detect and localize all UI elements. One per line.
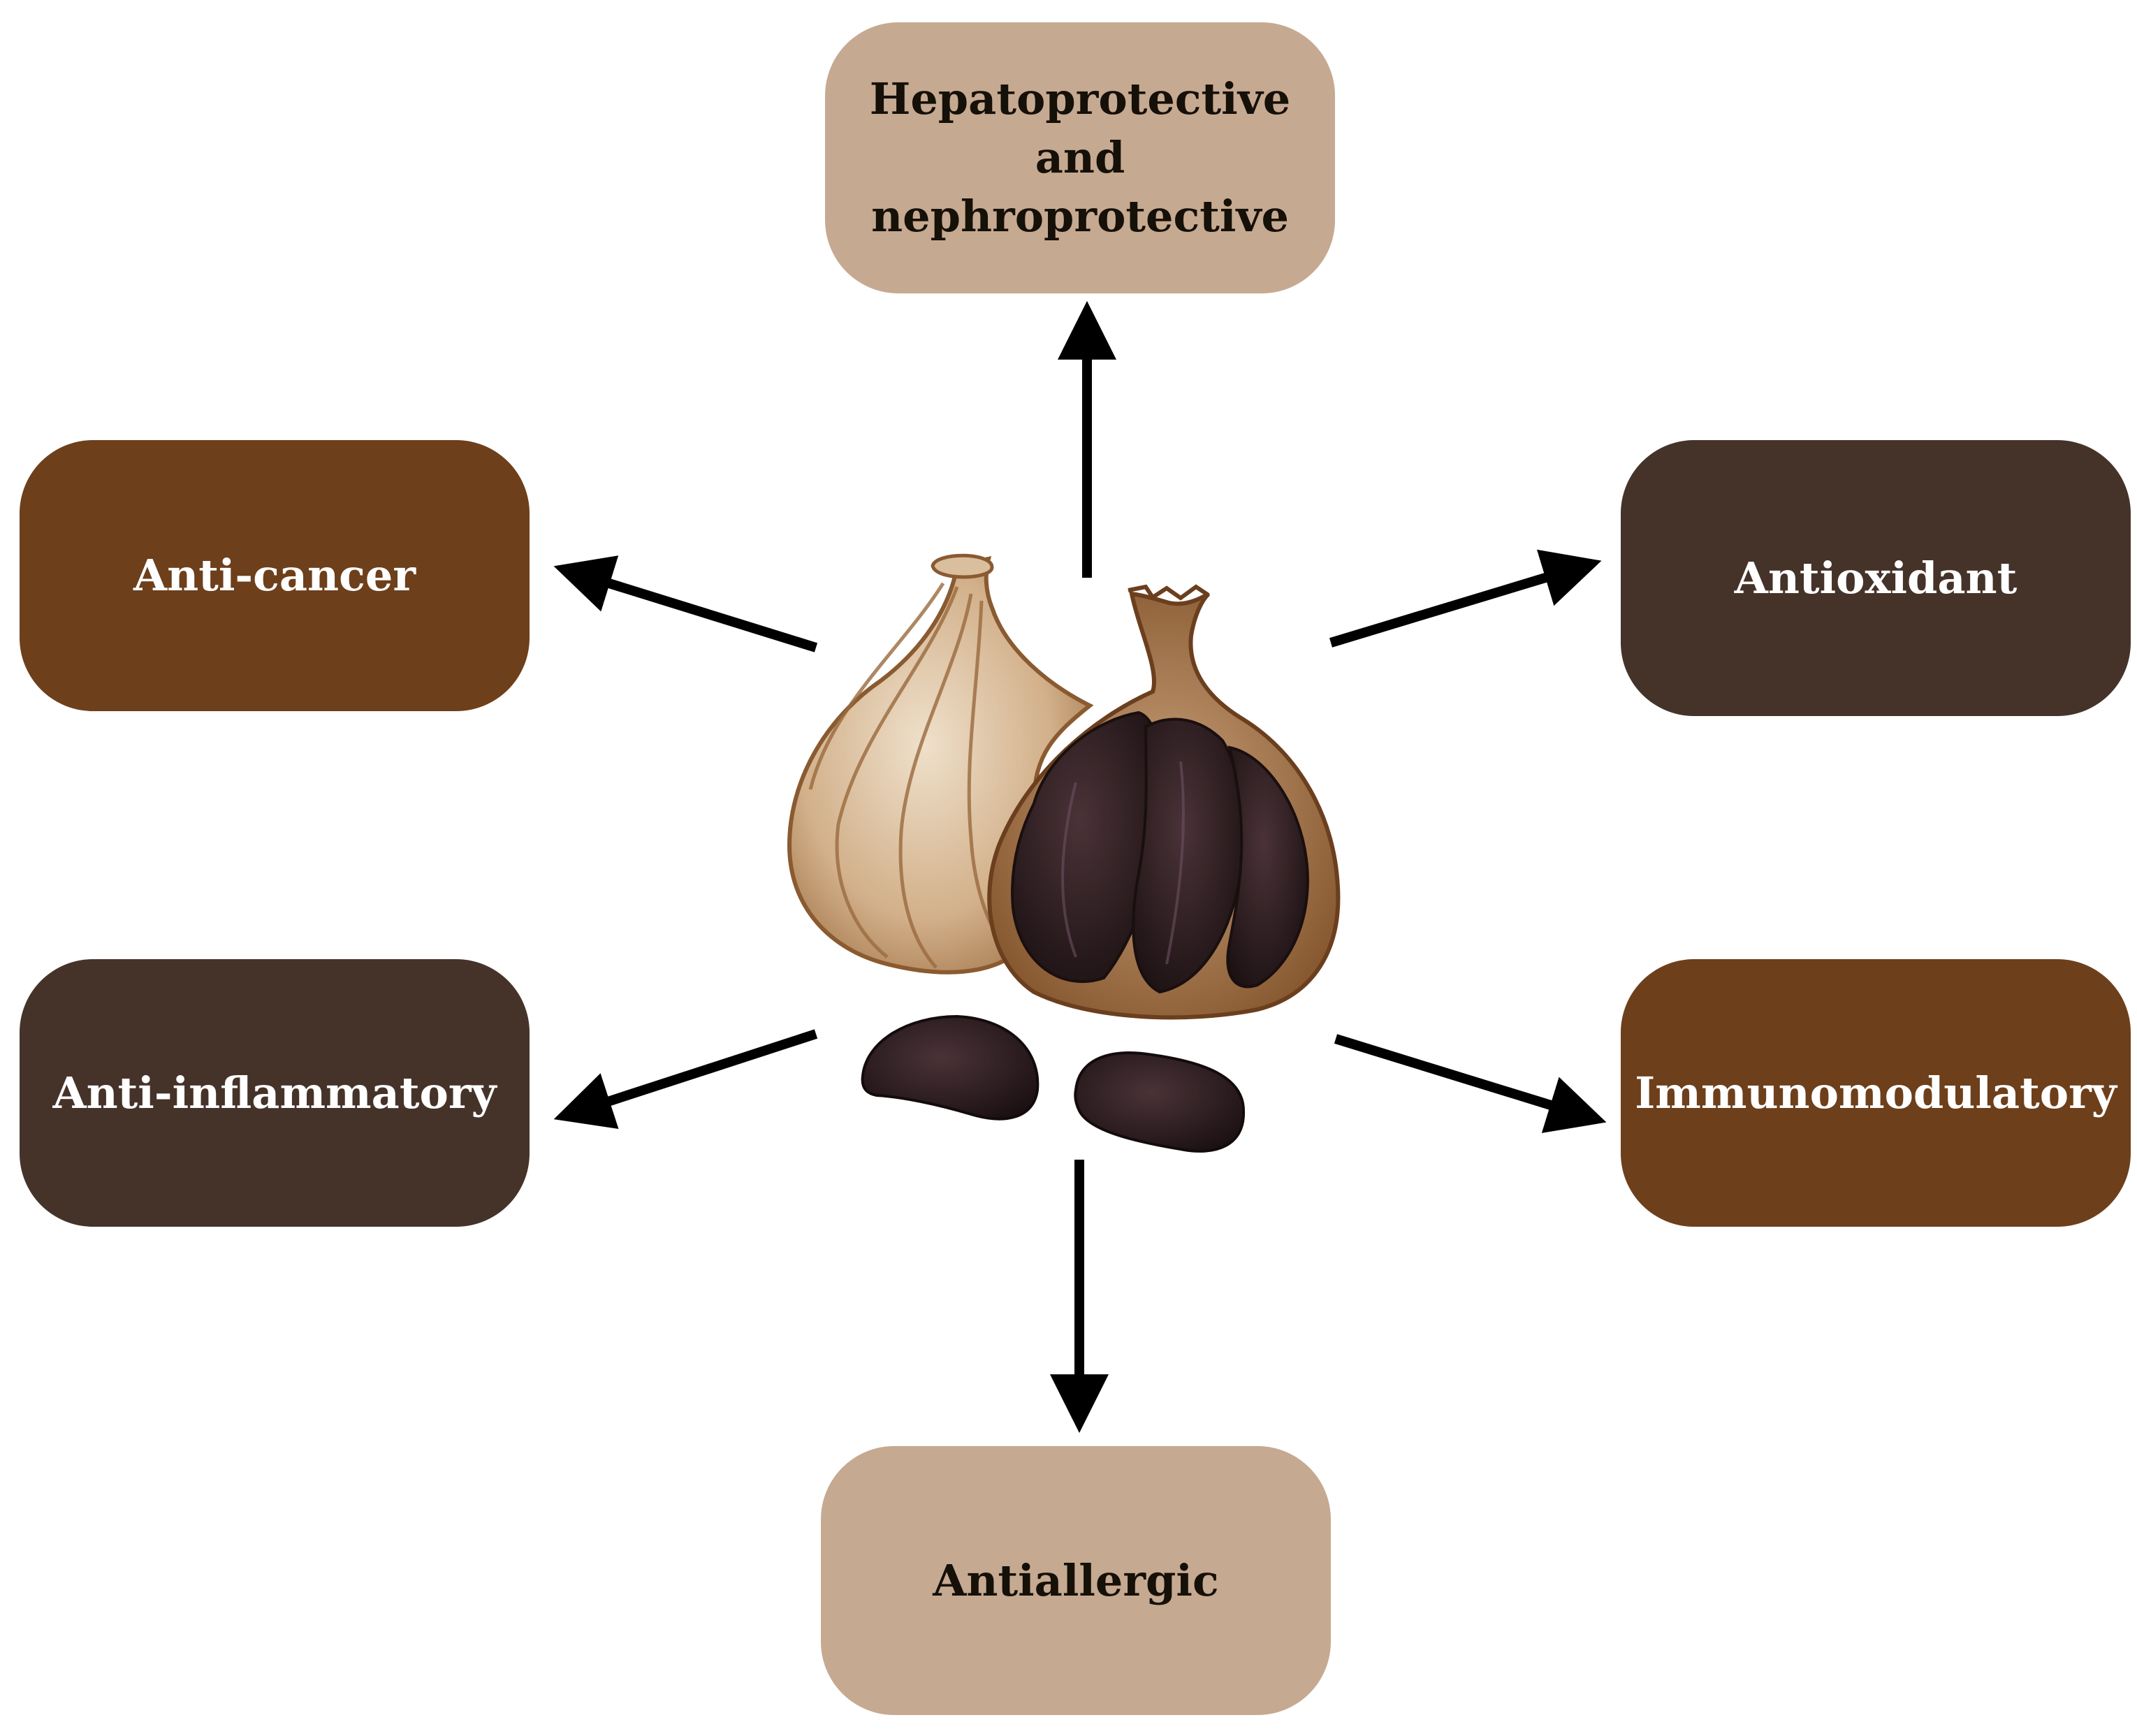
effect-label-antioxidant: Antioxidant: [1734, 552, 2018, 604]
effect-label-antiallergic: Antiallergic: [933, 1554, 1219, 1606]
effect-box-antiallergic: Antiallergic: [821, 1446, 1331, 1715]
effect-box-hepatoprotective: Hepatoprotective and nephroprotective: [825, 22, 1335, 293]
loose-black-cloves: [861, 1014, 1246, 1153]
arrow-to-cancer: [553, 555, 818, 652]
effect-box-immunomodulatory: Immunomodulatory: [1621, 959, 2131, 1227]
effect-label-hepatoprotective: Hepatoprotective and nephroprotective: [869, 73, 1291, 242]
arrow-to-immuno: [1334, 1034, 1607, 1133]
effect-label-immunomodulatory: Immunomodulatory: [1635, 1067, 2117, 1118]
effect-label-anti-inflammatory: Anti-inflammatory: [52, 1067, 497, 1118]
effect-box-anti-inflammatory: Anti-inflammatory: [20, 959, 530, 1227]
arrow-to-inflam: [553, 1029, 818, 1130]
halved-garlic-bulb: [987, 584, 1341, 1020]
effect-box-anti-cancer: Anti-cancer: [20, 440, 530, 711]
effect-label-anti-cancer: Anti-cancer: [133, 550, 416, 601]
effect-box-antioxidant: Antioxidant: [1621, 440, 2131, 716]
arrow-to-antiox: [1329, 549, 1602, 648]
